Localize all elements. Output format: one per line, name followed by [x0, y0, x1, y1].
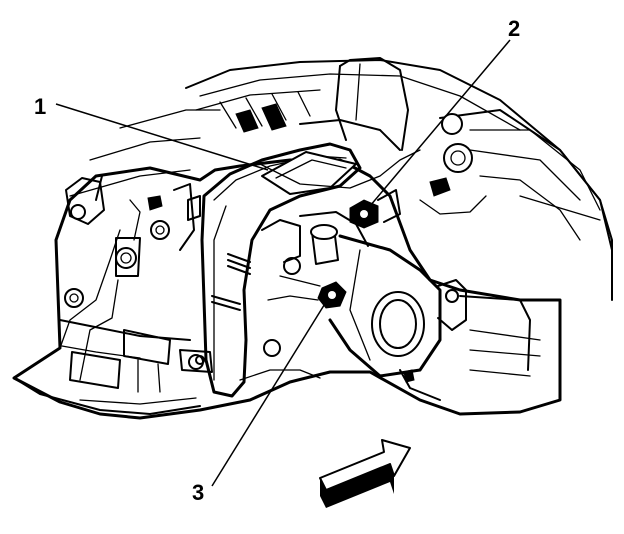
- direction-arrow-icon: [319, 439, 411, 508]
- callout-label-1: 1: [34, 94, 46, 119]
- transmission-case: [12, 142, 562, 420]
- engine-block: [69, 57, 613, 301]
- leader-line-3: [211, 301, 327, 487]
- callout-label-2: 2: [508, 16, 520, 41]
- callout-3-nut: [317, 281, 347, 309]
- callout-label-3: 3: [192, 480, 204, 505]
- callout-leaders: [55, 39, 511, 487]
- callout-2-bolt: [349, 189, 401, 229]
- leader-line-2: [369, 39, 511, 207]
- leader-line-1: [55, 103, 269, 171]
